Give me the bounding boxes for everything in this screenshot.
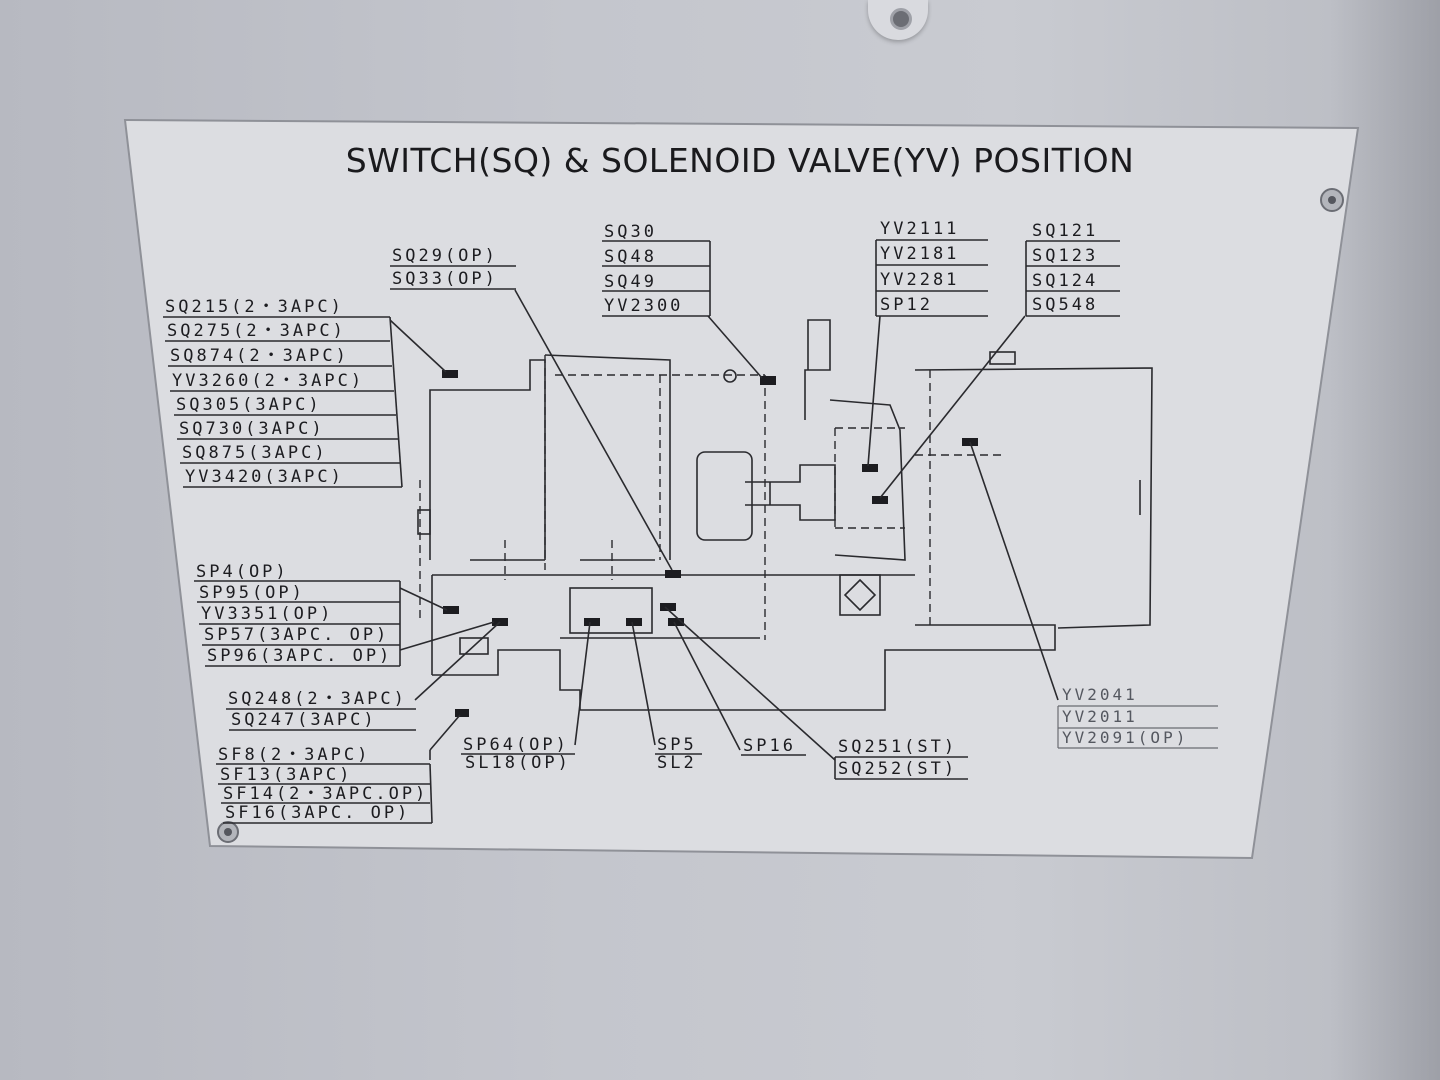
sq730-label: SQ730(3APC) — [179, 419, 325, 439]
sp16-label: SP16 — [743, 736, 796, 756]
yv2281-label: YV2281 — [880, 270, 959, 290]
yv2091-label: YV2091(OP) — [1062, 728, 1188, 747]
label-stack-bottom-sp5: SP5 SL2 — [655, 735, 702, 773]
sq49-label: SQ49 — [604, 272, 657, 292]
sq124-label: SQ124 — [1032, 271, 1098, 291]
rivet-icon — [1320, 188, 1344, 212]
sl2-label: SL2 — [657, 753, 697, 773]
label-stack-top-right-sq: SQ121 SQ123 SQ124 SQ548 — [1025, 221, 1120, 317]
sq48-label: SQ48 — [604, 247, 657, 267]
sf16-label: SF16(3APC. OP) — [225, 803, 410, 823]
sp64-label: SP64(OP) — [463, 735, 569, 755]
sq874-label: SQ874(2・3APC) — [170, 346, 349, 366]
sq33-label: SQ33(OP) — [392, 269, 498, 289]
sf14-label: SF14(2・3APC.OP) — [223, 784, 428, 804]
yv2011-label: YV2011 — [1062, 707, 1138, 726]
sl18-label: SL18(OP) — [465, 753, 571, 773]
sq305-label: SQ305(3APC) — [176, 395, 322, 415]
yv2300-label: YV2300 — [604, 296, 683, 316]
label-stack-left-sq248: SQ248(2・3APC) SQ247(3APC) — [226, 689, 416, 731]
sq248-label: SQ248(2・3APC) — [228, 689, 407, 709]
sp57-label: SP57(3APC. OP) — [204, 625, 389, 645]
sp5-label: SP5 — [657, 735, 697, 755]
yv2111-label: YV2111 — [880, 219, 959, 239]
sf13-label: SF13(3APC) — [220, 765, 352, 785]
label-stack-bottom-sp16: SP16 — [741, 736, 806, 756]
label-stack-bottom-sq251: SQ251(ST) SQ252(ST) — [834, 737, 968, 780]
label-stack-top-right-yv: YV2111 YV2181 YV2281 SP12 — [875, 219, 988, 317]
sf8-label: SF8(2・3APC) — [218, 745, 370, 765]
label-stack-top-center: SQ30 SQ48 SQ49 YV2300 — [602, 222, 711, 317]
sq121-label: SQ121 — [1032, 221, 1098, 241]
sq29-label: SQ29(OP) — [392, 246, 498, 266]
sp12-label: SP12 — [880, 295, 933, 315]
yv3351-label: YV3351(OP) — [201, 604, 333, 624]
label-stack-bottom-sp64: SP64(OP) SL18(OP) — [461, 735, 575, 773]
sq548-label: SQ548 — [1032, 295, 1098, 315]
plate-title: SWITCH(SQ) & SOLENOID VALVE(YV) POSITION — [346, 141, 1135, 180]
label-stack-top-left-op: SQ29(OP) SQ33(OP) — [390, 246, 516, 290]
sq875-label: SQ875(3APC) — [182, 443, 328, 463]
yv2041-label: YV2041 — [1062, 685, 1138, 704]
sq215-label: SQ215(2・3APC) — [165, 297, 344, 317]
sp95-label: SP95(OP) — [199, 583, 305, 603]
sp96-label: SP96(3APC. OP) — [207, 646, 392, 666]
yv2181-label: YV2181 — [880, 244, 959, 264]
rivet-icon — [217, 821, 239, 843]
label-stack-left-sp: SP4(OP) SP95(OP) YV3351(OP) SP57(3APC. O… — [194, 562, 401, 667]
label-stack-left-apc: SQ215(2・3APC) SQ275(2・3APC) SQ874(2・3APC… — [163, 297, 403, 488]
sq247-label: SQ247(3APC) — [231, 710, 377, 730]
label-stack-left-sf: SF8(2・3APC) SF13(3APC) SF14(2・3APC.OP) S… — [216, 745, 433, 824]
sq123-label: SQ123 — [1032, 246, 1098, 266]
sq252-label: SQ252(ST) — [838, 759, 957, 779]
sp4-label: SP4(OP) — [196, 562, 289, 582]
sq275-label: SQ275(2・3APC) — [167, 321, 346, 341]
sq251-label: SQ251(ST) — [838, 737, 957, 757]
leader-lines — [389, 289, 1059, 761]
sq30-label: SQ30 — [604, 222, 657, 242]
label-stack-right-yv: YV2041 YV2011 YV2091(OP) — [1057, 685, 1218, 749]
yv3420-label: YV3420(3APC) — [185, 467, 344, 487]
yv3260-label: YV3260(2・3APC) — [172, 371, 364, 391]
